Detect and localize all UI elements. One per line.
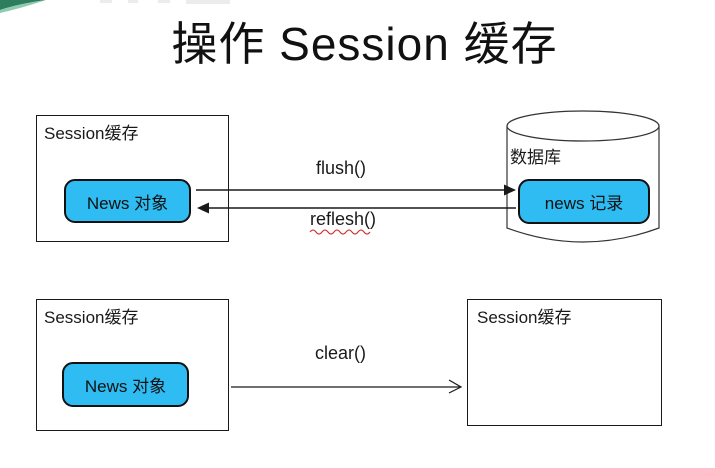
database-label: 数据库: [510, 148, 561, 167]
session-cache-label: Session缓存: [44, 124, 139, 143]
top-edge-fragment: [186, 0, 230, 4]
clear-arrow: [231, 379, 463, 394]
spellcheck-wave-underline: [309, 229, 371, 235]
session-cache-box-bottom-left: Session缓存: [36, 299, 229, 431]
reflesh-arrow-label: reflesh(): [310, 209, 377, 229]
session-cache-box-top: Session缓存: [36, 115, 229, 242]
green-swoosh-logo-icon: [0, 0, 46, 13]
session-cache-box-bottom-right: Session缓存: [467, 299, 662, 426]
top-edge-fragment: [100, 0, 112, 3]
news-record-node: news 记录: [518, 179, 650, 224]
session-cache-label: Session缓存: [44, 308, 139, 327]
top-edge-fragment: [128, 0, 138, 3]
flush-arrow-label: flush(): [316, 158, 367, 178]
news-object-node-bottom: News 对象: [62, 362, 189, 407]
session-cache-label: Session缓存: [477, 308, 572, 327]
clear-arrow-label: clear(): [315, 343, 367, 363]
news-object-node-top: News 对象: [64, 179, 191, 223]
flush-arrow: [196, 184, 516, 196]
slide-title: 操作 Session 缓存: [171, 18, 558, 70]
reflesh-arrow: [197, 202, 516, 214]
top-edge-fragment: [158, 0, 170, 3]
